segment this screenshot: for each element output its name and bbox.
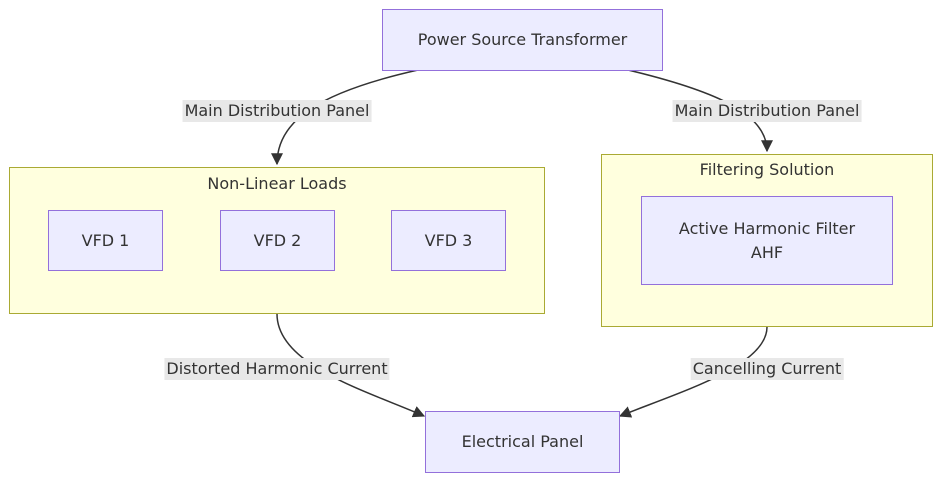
node-vfd-2: VFD 2 (220, 210, 335, 271)
edge-label-cancelling-current: Cancelling Current (690, 358, 844, 380)
node-electrical-panel: Electrical Panel (425, 411, 620, 473)
edge-label-distorted-harmonic-current: Distorted Harmonic Current (164, 358, 390, 380)
node-label-transformer: Power Source Transformer (417, 30, 628, 49)
cluster-title-filtering: Filtering Solution (699, 160, 835, 179)
edge-label-main-distribution-panel-left: Main Distribution Panel (182, 100, 372, 122)
node-power-source-transformer: Power Source Transformer (382, 9, 663, 71)
node-label-ahf-line-1: Active Harmonic Filter (678, 218, 856, 238)
node-label-vfd-1: VFD 1 (81, 230, 130, 250)
node-vfd-3: VFD 3 (391, 210, 506, 271)
cluster-title-loads: Non-Linear Loads (207, 174, 347, 193)
node-label-ahf-line-2: AHF (750, 242, 784, 262)
edge-label-main-distribution-panel-right: Main Distribution Panel (672, 100, 862, 122)
node-active-harmonic-filter: Active Harmonic Filter AHF (641, 196, 893, 285)
node-vfd-1: VFD 1 (48, 210, 163, 271)
node-label-electrical-panel: Electrical Panel (461, 432, 584, 451)
node-label-vfd-3: VFD 3 (424, 230, 473, 250)
node-label-vfd-2: VFD 2 (253, 230, 302, 250)
